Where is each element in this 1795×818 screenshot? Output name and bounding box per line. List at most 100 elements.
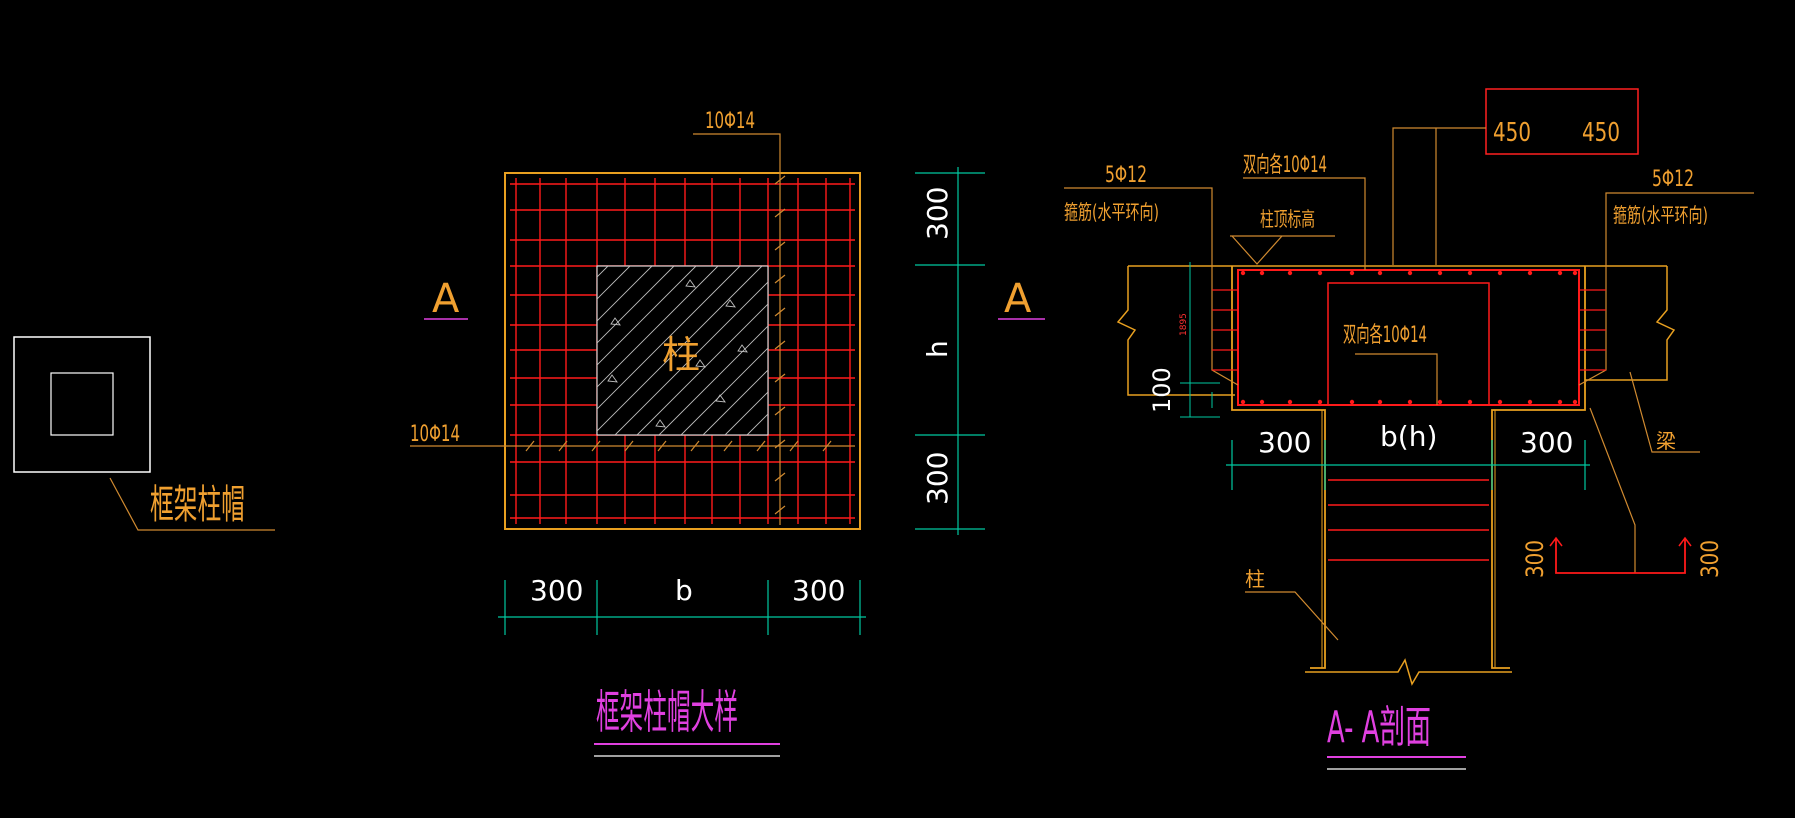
dim-bottom-2: b [675,574,693,607]
beam-label: 梁 [1656,429,1676,453]
top-bidirectional-leader [1243,177,1366,270]
plan-dimension-bottom: 300 b 300 [498,574,866,635]
aggregate-mark-5 [737,344,748,353]
aggregate-mark-1 [725,299,736,308]
column-box [596,265,769,436]
right-rebar-desc: 箍筋(水平环向) [1613,203,1708,227]
aggregate-mark-4 [655,419,666,428]
section-column-label: 柱 [1245,567,1265,591]
tick-mark [774,307,786,317]
dim-450-box [1485,88,1639,155]
tick-mark [525,440,535,452]
left-stirrup-ticks [1212,289,1238,371]
tick-mark [822,440,832,452]
tick-mark [774,406,786,416]
top-rebar-leader [693,133,781,525]
hatch-line [724,391,768,435]
column-break-line [1305,658,1512,686]
rebar-dots [1240,270,1578,405]
right-beam-outline [1585,266,1676,381]
dim-right-3: 300 [921,452,954,505]
right-stirrup-leader [1578,192,1754,386]
bracket-leader [1589,407,1636,573]
aggregate-mark-2 [610,317,621,326]
rebar-dot-top-0 [1240,270,1246,276]
beam-leader [1629,371,1700,453]
rebar-dot-bottom-11 [1557,399,1563,405]
dim-right-1: 300 [921,187,954,240]
right-stirrup-ticks [1579,289,1606,371]
hatch-line [597,266,763,432]
hatch-line [597,266,741,410]
rebar-dot-top-11 [1557,270,1563,276]
left-stirrup-leader [1064,187,1239,386]
cap-plan-outline [504,172,861,530]
hatch-line [680,347,768,435]
concrete-hatch [597,266,768,435]
rebar-ticks-horizontal [525,440,832,452]
left-rebar-desc: 箍筋(水平环向) [1064,200,1159,224]
tick-mark [774,208,786,218]
rebar-dot-bottom-5 [1377,399,1383,405]
elevation-triangle [1231,235,1283,265]
column-outline [50,372,114,436]
tick-mark [558,440,568,452]
aggregate-mark-3 [715,394,726,403]
rebar-dot-bottom-12 [1572,399,1578,405]
rebar-dot-top-12 [1572,270,1578,276]
dim-right-2: h [921,340,954,358]
rebar-dot-bottom-6 [1407,399,1413,405]
left-rebar-label: 10Φ14 [410,422,460,447]
rebar-dot-top-1 [1259,270,1265,276]
tick-mark [774,373,786,383]
box-leader [1392,127,1486,265]
tick-mark [774,274,786,284]
inner-leader [1355,353,1438,405]
cap-outline [13,336,151,473]
column-leader [1245,591,1339,641]
column-section-hatched: 柱 [596,265,769,436]
rebar-dot-top-4 [1349,270,1355,276]
rebar-dot-top-5 [1377,270,1383,276]
top-bidirectional-label: 双向各10Φ14 [1243,153,1327,178]
tick-mark [756,440,766,452]
column-top-elevation-label: 柱顶标高 [1260,207,1315,231]
rebar-dot-bottom-3 [1317,399,1323,405]
aggregate-mark-0 [685,279,696,288]
tick-mark [774,340,786,350]
section-dimension-bottom: 300 b(h) 300 [1226,420,1590,490]
right-rebar-count: 5Φ12 [1652,167,1694,192]
tick-mark [657,440,667,452]
column-cap-key-view: 框架柱帽 [13,336,275,531]
column-stirrups [1328,479,1489,561]
cap-right-outline [1491,266,1586,669]
column-cap-plan-detail: 柱 10Φ14 10Φ14 A A 300 b 300 [410,109,1045,757]
rebar-dot-bottom-0 [1240,399,1246,405]
tick-mark [624,440,634,452]
tick-mark [774,505,786,515]
section-dim-1: 300 [1258,426,1311,459]
aggregate-mark-6 [607,374,618,383]
hatch-line [702,369,768,435]
cap-left-outline [1231,266,1326,669]
hatch-line [597,266,697,366]
rebar-dot-top-2 [1287,270,1293,276]
dim-bottom-3: 300 [792,574,845,607]
hatch-line [597,266,631,300]
bracket-hook-right [1678,536,1692,547]
small-dim-1895: 1895 [1179,313,1189,336]
rebar-dot-top-7 [1437,270,1443,276]
section-a-a-detail: 450 450 双向各10Φ14 双向各10Φ14 柱顶标高 5Φ12 箍筋( [1064,88,1754,770]
left-rebar-count: 5Φ12 [1105,163,1147,188]
dim-bottom-1: 300 [530,574,583,607]
bracket-hook-left [1549,536,1563,547]
tick-mark [591,440,601,452]
tick-mark [774,439,786,449]
dim-450-left: 450 [1493,118,1531,148]
hatch-line [597,266,653,322]
rebar-dot-bottom-8 [1467,399,1473,405]
rebar-dot-bottom-2 [1287,399,1293,405]
tick-mark [774,241,786,251]
rebar-dot-bottom-4 [1349,399,1355,405]
